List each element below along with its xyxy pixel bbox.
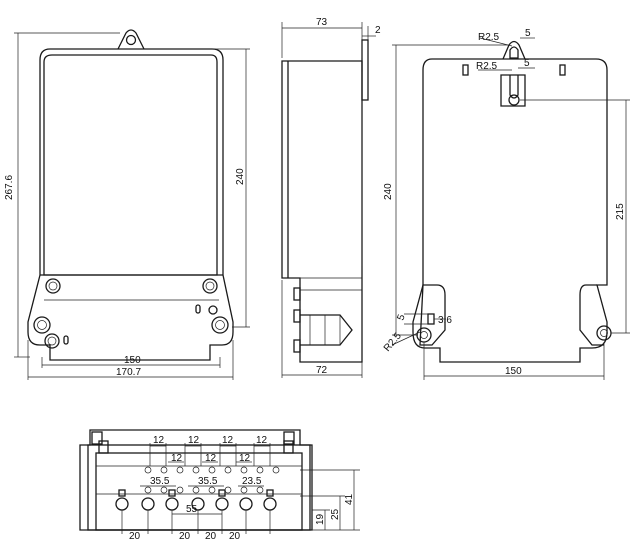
dim-bottom-36: 3.6 bbox=[438, 315, 452, 326]
dim-depth: 73 bbox=[316, 17, 328, 28]
dim-plate: 2 bbox=[375, 25, 381, 36]
dim-outer-width: 170.7 bbox=[116, 367, 141, 378]
dim-bottom-5: 5 bbox=[395, 313, 407, 322]
dim-body-height: 240 bbox=[235, 168, 246, 185]
dim-12-top-4: 12 bbox=[256, 435, 268, 446]
dim-back-width: 150 bbox=[505, 366, 522, 377]
dim-35-right: 35.5 bbox=[198, 476, 218, 487]
dim-inner-width: 150 bbox=[124, 355, 141, 366]
dim-19: 19 bbox=[315, 513, 326, 525]
mounting-hole-icon bbox=[33, 316, 51, 334]
dim-base-depth: 72 bbox=[316, 365, 328, 376]
dim-radius-top: R2.5 bbox=[478, 32, 500, 43]
dim-top-5a: 5 bbox=[525, 28, 531, 39]
mounting-hole-icon bbox=[596, 325, 612, 341]
dim-12-top-1: 12 bbox=[153, 435, 165, 446]
dim-total-height: 267.6 bbox=[4, 175, 15, 200]
dim-20-2: 20 bbox=[179, 531, 191, 540]
dim-12-mid-1: 12 bbox=[171, 453, 183, 464]
dim-41: 41 bbox=[344, 493, 355, 505]
dim-radius-bottom: R2.5 bbox=[382, 330, 404, 354]
dim-23-5: 23.5 bbox=[242, 476, 262, 487]
dim-25: 25 bbox=[330, 508, 341, 520]
dim-20-1: 20 bbox=[129, 531, 141, 540]
back-view: R2.5 5 R2.5 5 240 215 150 5 3.6 R2.5 bbox=[382, 28, 630, 380]
dim-55: 55 bbox=[186, 504, 198, 515]
mounting-hole-icon bbox=[211, 316, 229, 334]
dim-20-3: 20 bbox=[205, 531, 217, 540]
side-view: 73 2 72 bbox=[281, 17, 381, 378]
dim-35-left: 35.5 bbox=[150, 476, 170, 487]
dim-top-5b: 5 bbox=[524, 58, 530, 69]
screw-icon bbox=[45, 278, 61, 294]
front-view: 267.6 240 150 170.7 bbox=[4, 29, 250, 380]
dim-12-mid-3: 12 bbox=[239, 453, 251, 464]
screw-icon bbox=[202, 278, 218, 294]
mounting-hole-icon bbox=[416, 327, 432, 343]
dim-hole-spacing: 215 bbox=[615, 203, 626, 220]
terminal-small-holes bbox=[144, 466, 280, 494]
dim-12-top-2: 12 bbox=[188, 435, 200, 446]
dim-12-mid-2: 12 bbox=[205, 453, 217, 464]
dim-radius-slot: R2.5 bbox=[476, 61, 498, 72]
dim-back-height: 240 bbox=[383, 183, 394, 200]
dim-20-4: 20 bbox=[229, 531, 241, 540]
terminal-view: 12 12 12 12 12 12 12 35.5 35.5 23.5 55 2… bbox=[79, 429, 360, 540]
dim-12-top-3: 12 bbox=[222, 435, 234, 446]
